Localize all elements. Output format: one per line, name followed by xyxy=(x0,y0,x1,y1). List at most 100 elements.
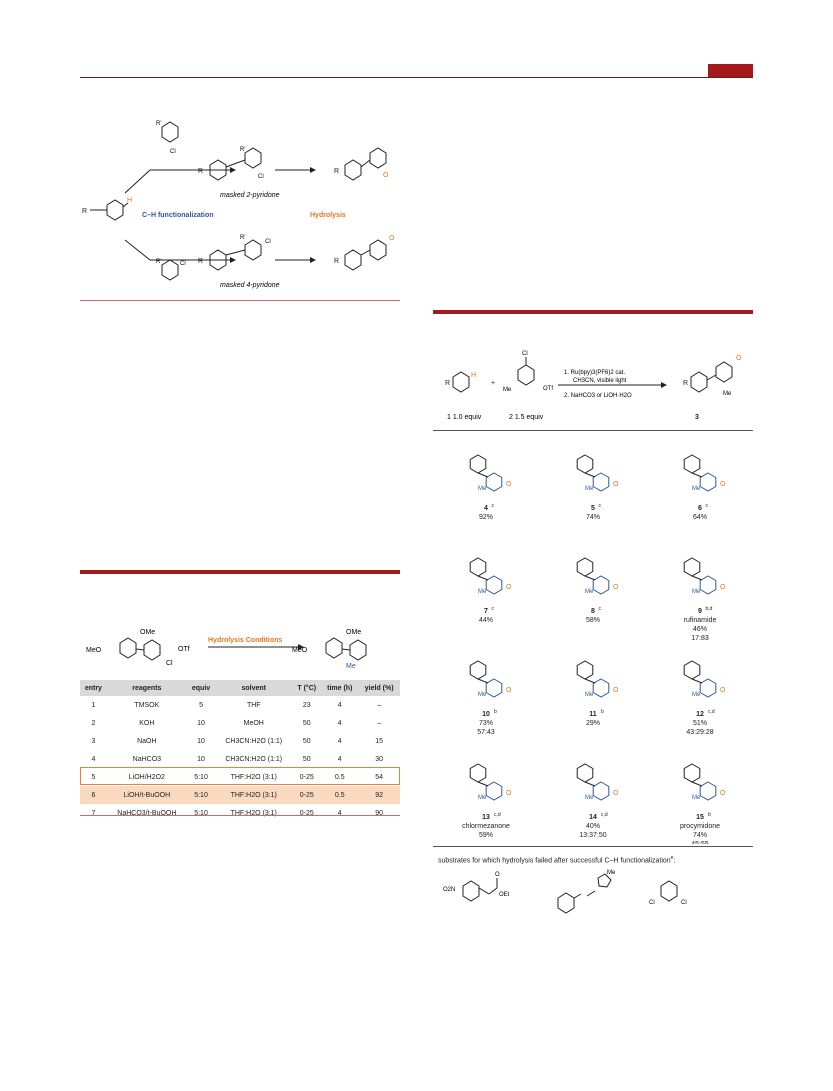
pyridone-ring xyxy=(699,472,717,492)
col-time: time (h) xyxy=(321,680,359,696)
cell: 1 xyxy=(91,701,96,709)
compound-number: 5 xyxy=(591,505,595,512)
compound-yield: 74% xyxy=(693,832,707,839)
compound-yield: 29% xyxy=(586,720,600,727)
masked-4-rprime: R' xyxy=(240,235,245,241)
pyridone-ring xyxy=(485,781,503,801)
failed-me: Me xyxy=(607,870,616,876)
compound-number: 14 xyxy=(589,814,597,821)
compound-number: 8 xyxy=(591,608,595,615)
col-temp: T (°C) xyxy=(292,680,322,696)
compound-yield: 58% xyxy=(586,617,600,624)
compound-footnote: c xyxy=(599,606,602,612)
pyridone-oxygen: O xyxy=(720,687,726,694)
pyridone-ring xyxy=(592,472,610,492)
compound-footnote: c,d xyxy=(494,812,501,818)
compound-number: 12 xyxy=(696,711,704,718)
compound-footnote: b xyxy=(708,812,711,818)
pyridone-oxygen: O xyxy=(506,790,512,797)
cell: 0-25 xyxy=(299,809,314,817)
cell: 5 xyxy=(91,773,96,781)
gen-plus: + xyxy=(491,380,495,387)
cell: KOH xyxy=(139,719,155,727)
failed-structures: O2N O OEt Me Cl Cl xyxy=(443,870,687,914)
n-aryl-bond xyxy=(584,781,596,787)
pyridone-ring xyxy=(485,472,503,492)
pyridone-oxygen: O xyxy=(613,584,619,591)
compound-footnote: b xyxy=(601,709,604,715)
methyl-label: Me xyxy=(585,486,594,492)
failed-o2n: O2N xyxy=(443,887,455,893)
cell: 10 xyxy=(197,719,205,727)
reagent-cl-bottom: Cl xyxy=(180,261,186,267)
cell: 0-25 xyxy=(299,773,314,781)
pyridone-oxygen: O xyxy=(613,481,619,488)
aryl-ring xyxy=(469,454,487,474)
compound-name: procymidone xyxy=(680,823,720,830)
cell: – xyxy=(377,719,382,727)
pyridone-ring xyxy=(485,575,503,595)
cell: 4 xyxy=(337,719,342,727)
cell: 50 xyxy=(302,719,311,727)
methyl-label: Me xyxy=(692,692,701,698)
compound-yield: 64% xyxy=(693,514,707,521)
failed-o: O xyxy=(495,872,500,878)
reagent-1-label: 1 1.0 equiv xyxy=(447,414,482,421)
cell: 5 xyxy=(199,701,203,709)
methyl-label: Me xyxy=(478,589,487,595)
methyl-label: Me xyxy=(692,589,701,595)
compound-number: 11 xyxy=(589,711,597,718)
compound-ratio: 17:83 xyxy=(691,635,709,642)
compound-yield: 59% xyxy=(479,832,493,839)
cell: TMSOK xyxy=(134,701,160,709)
product-r: R xyxy=(683,380,688,387)
cell: 0.5 xyxy=(334,773,345,781)
product-ome: OMe xyxy=(346,629,361,636)
reagent-rprime-top: R' xyxy=(156,121,161,127)
cell: 23 xyxy=(302,701,311,709)
cell: MeOH xyxy=(243,719,264,727)
compound-number: 9 xyxy=(698,608,702,615)
gen-r: R xyxy=(445,380,450,387)
condition-1: 1. Ru(bpy)3(PF6)2 cat. xyxy=(564,370,625,376)
compound-footnote: c xyxy=(492,606,495,612)
cell: 2 xyxy=(91,719,96,727)
header-rule xyxy=(80,77,753,78)
n-aryl-bond xyxy=(691,472,703,478)
failed-cl-left: Cl xyxy=(649,900,655,906)
pyridone-oxygen: O xyxy=(720,584,726,591)
product-me-gen: Me xyxy=(723,391,732,397)
cell: CH3CN:H2O (1:1) xyxy=(225,737,283,745)
compound-yield: 92% xyxy=(479,514,493,521)
cell: CH3CN:H2O (1:1) xyxy=(225,755,283,763)
methyl-label: Me xyxy=(585,795,594,801)
cell: THF:H2O (3:1) xyxy=(230,773,277,781)
pyridone-ring xyxy=(699,575,717,595)
n-aryl-bond xyxy=(477,575,489,581)
gen-h: H xyxy=(471,372,476,379)
cell: THF xyxy=(246,701,261,709)
n-aryl-bond xyxy=(691,678,703,684)
scheme-masked-pyridones: R H R' Cl R' R Cl R O masked 2-pyridone … xyxy=(82,121,395,289)
pyridone-oxygen: O xyxy=(613,790,619,797)
compound-ratio: 13:37:50 xyxy=(579,832,606,839)
highlight-box xyxy=(80,767,400,785)
aryl-ring xyxy=(469,660,487,680)
cell: 5:10 xyxy=(194,809,208,817)
compound-ratio: 45:55 xyxy=(691,841,709,844)
pyridone-ring xyxy=(592,781,610,801)
n-aryl-bond xyxy=(584,472,596,478)
methyl-label: Me xyxy=(585,589,594,595)
aryl-ring xyxy=(576,454,594,474)
methyl-label: Me xyxy=(692,795,701,801)
failed-cl-right: Cl xyxy=(681,900,687,906)
aryl-ring xyxy=(683,660,701,680)
reagent-cl-top: Cl xyxy=(170,149,176,155)
table-scheme-otf: OTf xyxy=(178,646,190,653)
product-meo: MeO xyxy=(292,647,308,654)
cell: 30 xyxy=(375,755,384,763)
